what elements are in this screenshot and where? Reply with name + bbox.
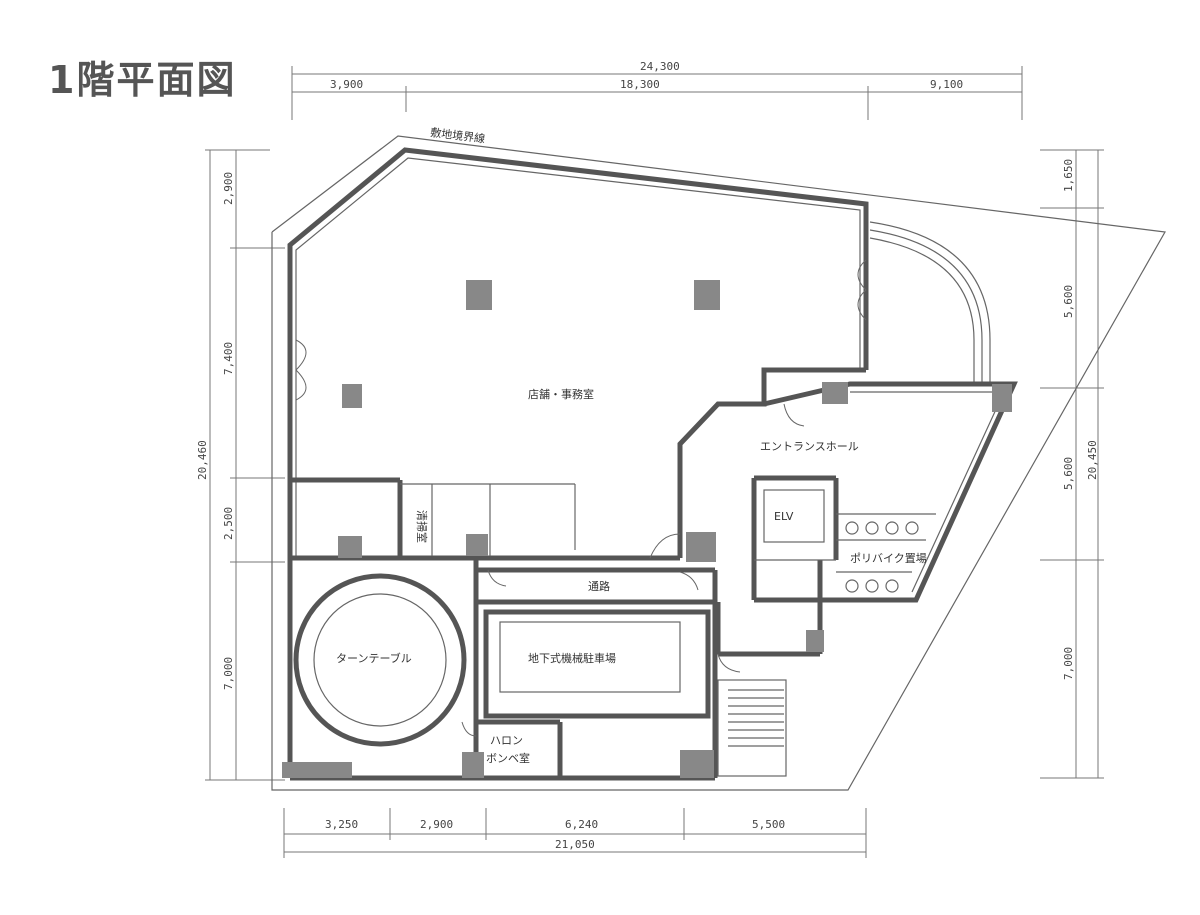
dim-bottom-4: 5,500 — [752, 818, 785, 831]
dim-bottom-3: 6,240 — [565, 818, 598, 831]
dim-top-left: 3,900 — [330, 78, 363, 91]
columns — [282, 280, 1012, 778]
dim-left-4: 7,000 — [222, 657, 235, 690]
dim-top-mid: 18,300 — [620, 78, 660, 91]
label-polybike: ポリバイク置場 — [850, 552, 927, 565]
label-office: 店舗・事務室 — [528, 387, 594, 401]
dim-bottom-1: 3,250 — [325, 818, 358, 831]
label-entrance: エントランスホール — [760, 440, 859, 453]
dim-bottom-total: 21,050 — [555, 838, 595, 851]
label-boundary: 敷地境界線 — [430, 125, 486, 146]
top-dimensions: 24,300 3,900 18,300 9,100 — [291, 60, 1023, 120]
dim-bottom-2: 2,900 — [420, 818, 453, 831]
label-parking: 地下式機械駐車場 — [528, 651, 616, 665]
label-turntable: ターンテーブル — [336, 651, 412, 665]
bike-rack-marks — [845, 521, 919, 593]
building-walls — [287, 147, 1018, 781]
left-dimensions: 2,900 7,400 20,460 2,500 7,000 — [196, 149, 285, 781]
dim-left-total: 20,460 — [196, 440, 209, 480]
right-dimensions: 1,650 5,600 5,600 20,450 7,000 — [1040, 149, 1104, 779]
bottom-dimensions: 3,250 2,900 6,240 5,500 21,050 — [283, 808, 867, 858]
dim-right-total: 20,450 — [1086, 440, 1099, 480]
site-boundary — [271, 135, 1166, 791]
dim-right-3: 5,600 — [1062, 457, 1075, 490]
dim-right-1: 1,650 — [1062, 159, 1075, 192]
dim-right-2: 5,600 — [1062, 285, 1075, 318]
dim-top-total: 24,300 — [640, 60, 680, 73]
dim-top-right: 9,100 — [930, 78, 963, 91]
label-small-room: 清掃室 — [415, 510, 429, 543]
dim-left-2: 7,400 — [222, 342, 235, 375]
dim-right-4: 7,000 — [1062, 647, 1075, 680]
turntable-outer — [293, 573, 467, 747]
dim-left-3: 2,500 — [222, 507, 235, 540]
label-elevator: ELV — [774, 510, 794, 523]
label-corridor: 通路 — [588, 580, 610, 593]
turntable-inner — [313, 593, 447, 727]
dim-left-1: 2,900 — [222, 172, 235, 205]
page-title: 1階平面図 — [48, 58, 236, 102]
doors — [295, 259, 867, 737]
stair-treads — [728, 689, 784, 747]
label-halon: ハロン — [490, 734, 523, 747]
label-halon-2: ボンベ室 — [486, 751, 530, 765]
